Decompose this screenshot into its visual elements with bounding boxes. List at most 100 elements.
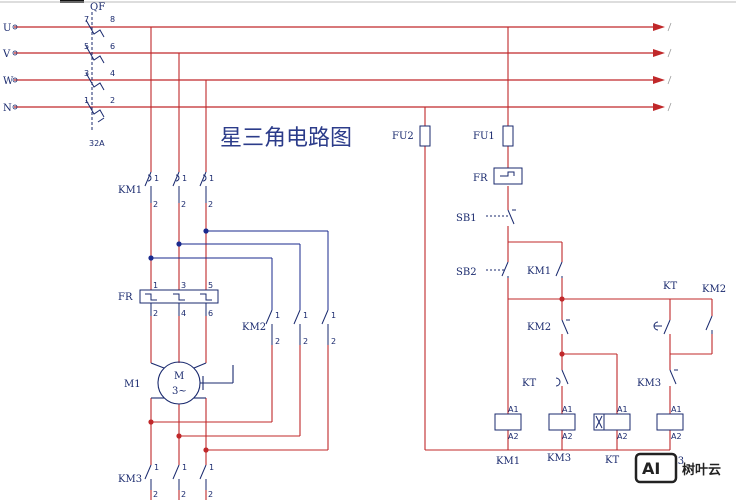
km2-top-label: KM2 bbox=[702, 284, 726, 295]
coils bbox=[494, 413, 684, 431]
coil-label-km1: KM1 bbox=[496, 456, 520, 467]
breaker-pin-3: 3 bbox=[84, 69, 89, 78]
fr-pin-2: 2 bbox=[153, 309, 158, 318]
coil-km3b-a2: A2 bbox=[671, 432, 682, 441]
breaker-name: QF bbox=[90, 2, 105, 13]
km2-main-label: KM2 bbox=[242, 322, 266, 333]
coil-label-km3: KM3 bbox=[547, 453, 571, 464]
watermark-logo bbox=[634, 452, 678, 484]
km3-pin-2c: 2 bbox=[208, 490, 213, 499]
breaker-pin-7: 7 bbox=[84, 15, 89, 24]
line-label-u: U bbox=[3, 23, 11, 34]
km2-pin-1c: 1 bbox=[331, 311, 336, 320]
coil-km1-a2: A2 bbox=[508, 432, 519, 441]
km2-pin-2c: 2 bbox=[331, 337, 336, 346]
fuses bbox=[419, 125, 514, 147]
diagram-title: 星三角电路图 bbox=[220, 126, 352, 151]
sb2-button bbox=[486, 261, 509, 278]
line-terminals bbox=[12, 24, 18, 110]
watermark-logo-text: AI bbox=[642, 459, 660, 478]
breaker-pin-4: 4 bbox=[110, 69, 115, 78]
breaker-pin-6: 6 bbox=[110, 42, 115, 51]
km2-aux-contact bbox=[561, 319, 570, 335]
breaker-qf bbox=[85, 12, 105, 130]
coil-label-kt: KT bbox=[605, 455, 619, 466]
watermark-text: 树叶云 bbox=[682, 462, 721, 478]
control-junctions bbox=[559, 296, 565, 357]
watermark: AI 树叶云 bbox=[634, 452, 721, 484]
kt-top-contact bbox=[653, 319, 671, 335]
control-wiring bbox=[424, 27, 713, 451]
breaker-pin-5: 5 bbox=[84, 42, 89, 51]
fr-pin-4: 4 bbox=[181, 309, 186, 318]
km2-pin-1a: 1 bbox=[275, 311, 280, 320]
km3-aux-contact bbox=[669, 369, 678, 385]
main-power-wiring bbox=[150, 27, 329, 500]
fr-label: FR bbox=[118, 292, 133, 303]
km1-pin-2b: 2 bbox=[181, 200, 186, 209]
coil-km3-a1: A1 bbox=[562, 405, 573, 414]
breaker-rating: 32A bbox=[89, 139, 105, 148]
kt-top-label: KT bbox=[663, 281, 677, 292]
coil-km3-a2: A2 bbox=[562, 432, 573, 441]
line-label-n: N bbox=[3, 103, 12, 114]
delta-wiring bbox=[151, 230, 329, 310]
fu1-label: FU1 bbox=[473, 131, 495, 142]
coil-km1-a1: A1 bbox=[508, 405, 519, 414]
sb1-button bbox=[486, 209, 516, 225]
fr-contact bbox=[493, 167, 523, 185]
breaker-pin-2: 2 bbox=[110, 96, 115, 105]
km1-pin-2c: 2 bbox=[208, 200, 213, 209]
breaker-pin-8: 8 bbox=[110, 15, 115, 24]
km2-top-contact bbox=[705, 315, 713, 334]
kt-aux-contact bbox=[555, 369, 569, 387]
km3-pin-2a: 2 bbox=[153, 490, 158, 499]
power-lines bbox=[14, 26, 660, 108]
motor-m1 bbox=[150, 361, 234, 405]
km3-main-contacts bbox=[144, 464, 207, 490]
km3-aux-label: KM3 bbox=[637, 378, 661, 389]
km1-aux-label: KM1 bbox=[527, 266, 551, 277]
fr-pin-1: 1 bbox=[153, 281, 158, 290]
km2-pin-1b: 1 bbox=[303, 311, 308, 320]
coil-km3b-a1: A1 bbox=[671, 405, 682, 414]
km1-main-label: KM1 bbox=[118, 185, 142, 196]
km1-pin-1a: 1 bbox=[154, 174, 159, 183]
fu2-label: FU2 bbox=[392, 131, 414, 142]
km1-pin-1b: 1 bbox=[182, 174, 187, 183]
km3-main-label: KM3 bbox=[118, 474, 142, 485]
km3-pin-2b: 2 bbox=[181, 490, 186, 499]
km1-aux-contact bbox=[555, 261, 563, 278]
fr-pin-3: 3 bbox=[181, 281, 186, 290]
sb2-label: SB2 bbox=[456, 267, 477, 278]
km3-pin-1a: 1 bbox=[154, 463, 159, 472]
km1-pin-2a: 2 bbox=[153, 200, 158, 209]
motor-label: M1 bbox=[124, 379, 141, 390]
fr-pin-6: 6 bbox=[208, 309, 213, 318]
power-line-arrows bbox=[653, 23, 665, 111]
breaker-pin-1: 1 bbox=[84, 96, 89, 105]
line-slashes bbox=[667, 22, 672, 112]
km2-main-contacts bbox=[265, 309, 329, 345]
line-label-v: V bbox=[2, 49, 11, 60]
km1-main-contacts bbox=[144, 171, 207, 203]
junction-dots bbox=[148, 228, 209, 453]
km3-pin-1b: 1 bbox=[182, 463, 187, 472]
fr-thermal-relay bbox=[139, 289, 219, 316]
km2-aux-label: KM2 bbox=[527, 322, 551, 333]
km3-pin-1c: 1 bbox=[209, 463, 214, 472]
km1-pin-1c: 1 bbox=[209, 174, 214, 183]
line-label-w: W bbox=[3, 76, 14, 87]
motor-phases: 3~ bbox=[172, 386, 187, 397]
km2-pin-2a: 2 bbox=[275, 337, 280, 346]
coil-kt-a1: A1 bbox=[617, 405, 628, 414]
fr-pin-5: 5 bbox=[208, 281, 213, 290]
sb1-label: SB1 bbox=[456, 213, 477, 224]
km2-pin-2b: 2 bbox=[303, 337, 308, 346]
kt-aux-label: KT bbox=[522, 378, 536, 389]
motor-symbol: M bbox=[174, 371, 184, 382]
coil-kt-a2: A2 bbox=[617, 432, 628, 441]
fr-control-label: FR bbox=[473, 173, 488, 184]
